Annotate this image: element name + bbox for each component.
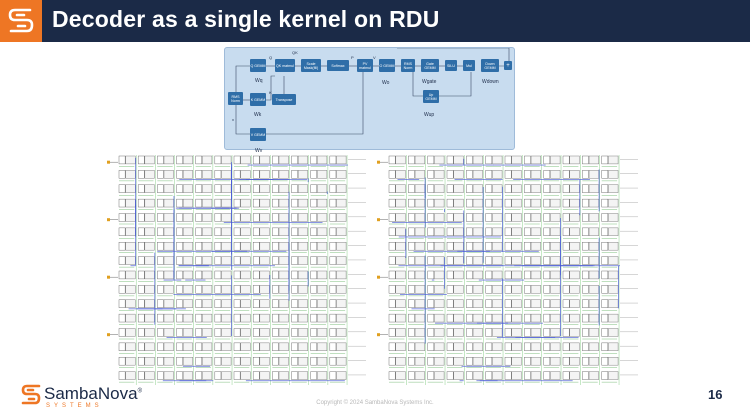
sambanova-mark-icon [21,384,41,405]
sambanova-logo-icon [0,0,42,42]
brand-subtitle: SYSTEMS [46,403,103,409]
v-gemm-node: V GEMM [250,128,266,141]
mul-node: Mul [463,60,475,71]
pv-matmul-node: PV matmul [357,59,373,72]
p-label: P [351,55,354,60]
placement-grid-right [377,155,638,385]
decoder-flow-diagram: RMS Norm Q GEMM K GEMM V GEMM QK matmul … [224,47,515,154]
softmax-node: Softmax [327,60,349,71]
placement-grid-left [107,155,366,385]
rms-norm-node: RMS Norm [228,92,243,105]
wo-label: Wo [382,80,390,86]
o-gemm-node: O GEMM [379,59,395,72]
q-label: Q [269,55,273,60]
wq-label: Wq [255,78,263,84]
wgate-label: Wgate [422,79,437,85]
copyright-notice: Copyright © 2024 SambaNova Systems Inc. [316,400,434,406]
down-gemm-node: Down GEMM [481,59,499,72]
up-gemm-node: Up GEMM [423,90,439,103]
rms-norm-2-node: RMS Norm [401,59,415,72]
k-label: K [269,90,272,95]
wdown-label: Wdown [482,79,499,85]
wup-label: Wup [424,112,435,118]
v-label: V [373,55,376,60]
qk-matmul-node: QK matmul [275,59,295,72]
qk-label: QK [292,50,298,55]
transpose-node: Transpose [272,94,296,105]
wv-label: Wv [255,148,263,154]
page-number: 16 [708,387,723,402]
slide-title: Decoder as a single kernel on RDU [52,6,440,32]
gate-gemm-node: Gate GEMM [421,59,439,72]
scale-mask-node: Scale Mask(fill) [301,59,321,72]
wk-label: Wk [254,112,262,118]
x-label: x [232,117,234,122]
add-node: + [504,61,512,70]
brand-name: SambaNova® [44,384,142,403]
silu-node: SILU [445,60,457,71]
k-gemm-node: K GEMM [250,93,266,106]
slide-header [0,0,750,42]
q-gemm-node: Q GEMM [250,59,266,72]
